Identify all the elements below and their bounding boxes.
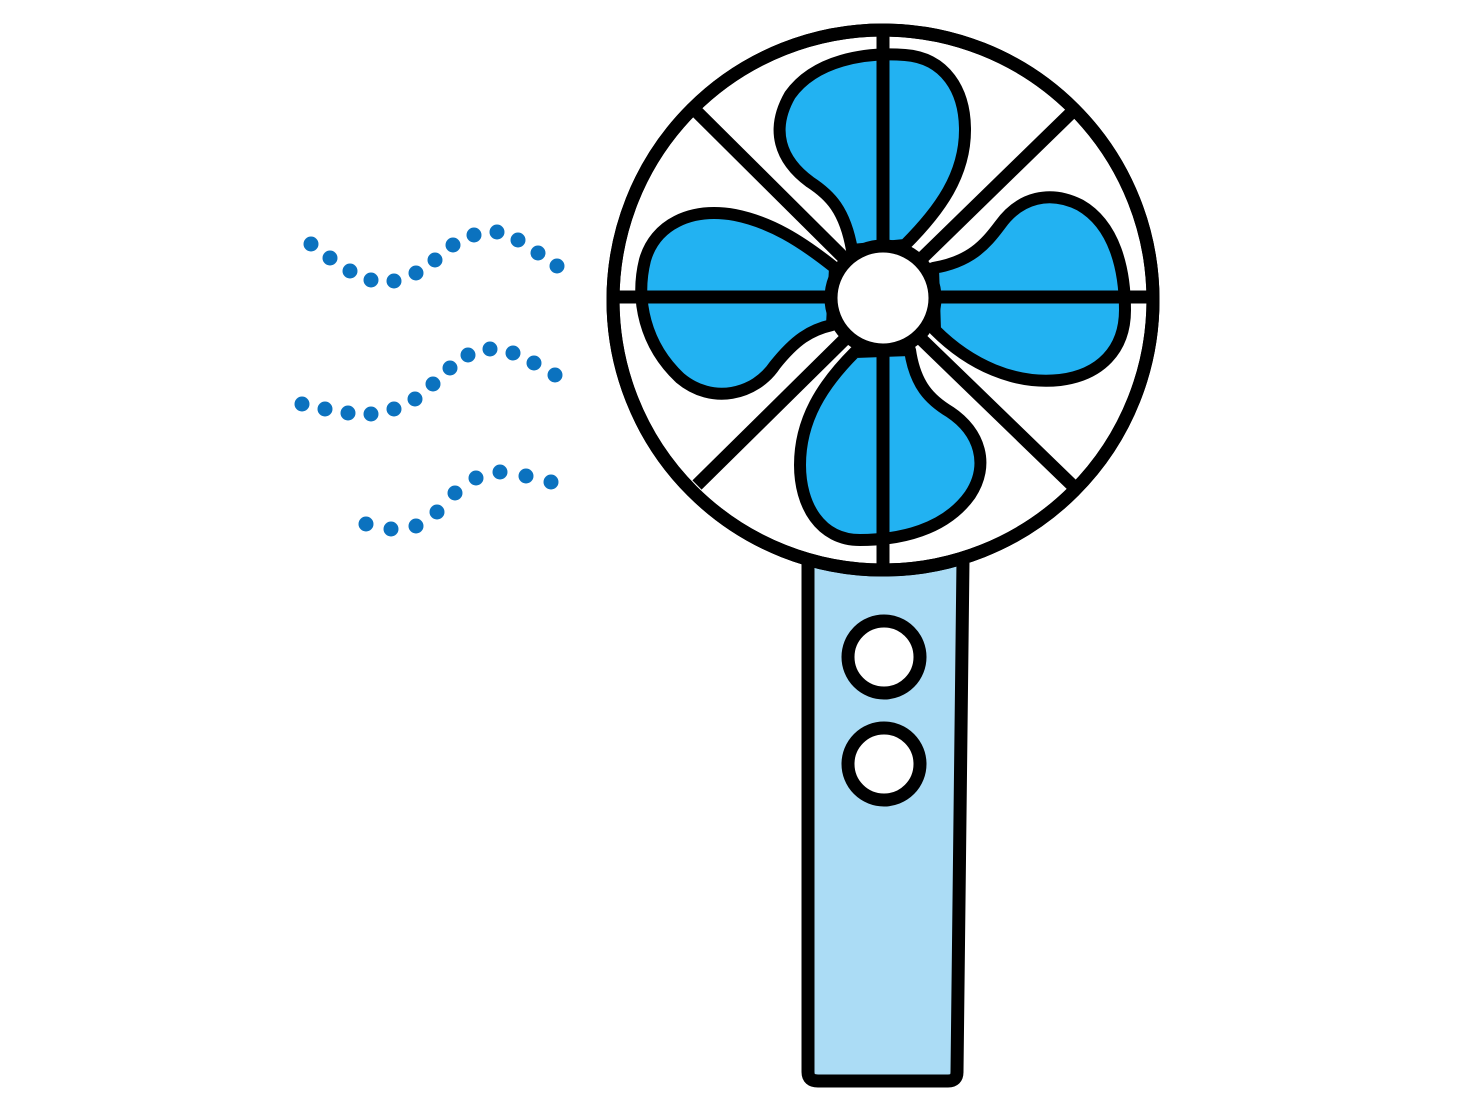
fan-hub [824,239,942,357]
breeze-dot [294,396,310,412]
breeze-line-1 [303,224,565,289]
breeze-dot [317,401,333,417]
breeze-dot [510,232,526,248]
breeze-dot [408,265,424,281]
breeze-dot [342,263,358,279]
breeze-dot [386,401,402,417]
fan-blade-bottom [794,344,987,546]
guard-spoke-diag-se [910,328,1077,490]
breeze-dot [492,464,508,480]
breeze-dot [340,405,356,421]
fan-blade-top [773,48,971,256]
breeze-dot [526,355,542,371]
guard-spoke-diag-ne [910,107,1077,270]
power-button[interactable] [841,614,927,700]
breeze-dot [489,224,505,240]
breeze-dot [442,360,458,376]
breeze-dot [429,504,445,520]
breeze-dot [482,341,498,357]
guard-spoke-diag-nw [692,107,856,270]
breeze-line-3 [358,464,559,537]
breeze-dot [363,272,379,288]
breeze-dot [408,518,424,534]
breeze-dot [303,236,319,252]
guard-spoke-diag-sw [692,328,856,490]
breeze-dot [427,252,443,268]
breeze-dot [363,406,379,422]
breeze-dot [425,376,441,392]
fan-blade-right [927,191,1131,387]
fan-head [606,23,1160,577]
breeze-dot [383,521,399,537]
breeze-dot [468,470,484,486]
fan-handle [801,553,970,1088]
fan-guard-outline [606,23,1160,577]
breeze-dot [407,391,423,407]
breeze-line-2 [294,341,563,422]
breeze-dot [358,516,374,532]
breeze-dot [322,250,338,266]
breeze-dot [460,347,476,363]
fan-guard-spokes [613,32,1153,568]
breeze-dot [386,273,402,289]
breeze-dot [543,474,559,490]
breeze-dot [547,367,563,383]
handle-body [801,553,970,1088]
breeze-lines [294,224,565,537]
breeze-dot [518,468,534,484]
breeze-dot [445,237,461,253]
breeze-dot [549,258,565,274]
breeze-dot [447,485,463,501]
breeze-dot [505,345,521,361]
breeze-dot [466,227,482,243]
breeze-dot [530,245,546,261]
speed-button[interactable] [841,721,927,807]
